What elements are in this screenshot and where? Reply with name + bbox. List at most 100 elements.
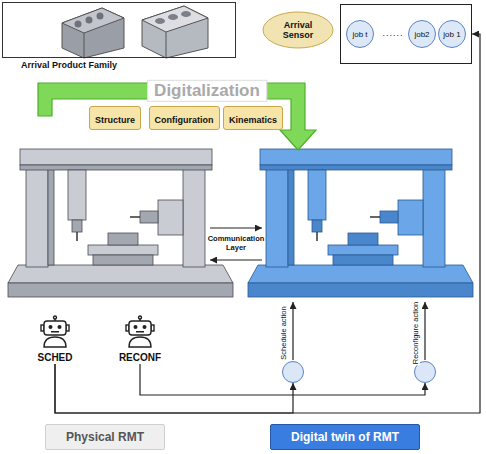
digital-twin-machine — [248, 149, 473, 297]
robot-icon-part — [51, 331, 59, 333]
node-text: Structure — [95, 115, 135, 125]
job-circle: job2 — [408, 20, 436, 48]
engine-block-image-part — [155, 18, 165, 24]
robot-icon-part — [139, 316, 142, 319]
node-text: ...... — [382, 28, 403, 38]
node-text: Digitalization — [147, 80, 267, 102]
job-circle: job t — [346, 20, 374, 48]
physical-machine — [8, 149, 233, 297]
physical-label-box: Physical RMT — [45, 424, 165, 450]
annotation-label: Communication Layer — [206, 235, 266, 252]
engine-block-image-part — [168, 14, 178, 20]
robot-icon — [41, 316, 69, 347]
digital-twin-machine-part — [260, 165, 452, 170]
connector-line — [55, 364, 293, 413]
physical-machine-part — [48, 167, 54, 265]
robot-icon-part — [49, 325, 53, 329]
physical-machine-part — [108, 233, 138, 245]
physical-machine-part — [158, 200, 183, 235]
robot-icon-part — [44, 337, 66, 347]
robot-icon-part — [129, 321, 151, 335]
action-circle: Reconfigure action — [414, 361, 436, 383]
communication-arrows-part — [210, 259, 262, 260]
engine-block-image-part — [142, 6, 208, 58]
physical-machine-part — [72, 220, 82, 232]
engine-block-image-part — [97, 13, 104, 20]
sensor-ellipse: Arrival Sensor — [262, 11, 334, 49]
node-text: job2 — [414, 30, 429, 39]
physical-machine-part — [183, 159, 205, 267]
engine-block-image-part — [84, 33, 85, 58]
job-circle: job 1 — [438, 20, 466, 48]
node-text: Kinematics — [229, 115, 277, 125]
node-text: Reconfigure action — [412, 301, 420, 366]
robot-icon-part — [129, 337, 151, 347]
digital-twin-machine-part — [312, 220, 322, 232]
digital-twin-machine-part — [260, 149, 452, 165]
node-text: Arrival Sensor — [272, 20, 324, 41]
action-circle: Schedule action — [282, 361, 304, 383]
action-arrows — [293, 302, 425, 360]
agent-robot: SCHED — [30, 314, 80, 364]
action-arrows-part — [424, 302, 425, 360]
physical-machine-part — [26, 159, 48, 267]
digital-twin-machine-part — [316, 232, 318, 241]
node-text: Schedule action — [280, 305, 288, 360]
physical-machine-part — [8, 265, 233, 283]
digital-twin-machine-part — [266, 159, 288, 267]
engine-block-image — [142, 6, 208, 58]
physical-machine-part — [68, 170, 86, 220]
node-text: SCHED — [37, 352, 72, 364]
physical-machine-part — [130, 216, 140, 218]
node-text: Configuration — [155, 115, 214, 125]
engine-block-image — [62, 8, 124, 58]
physical-machine-part — [88, 245, 158, 255]
robot-icon-part — [143, 325, 147, 329]
aspect-box: Configuration — [149, 106, 220, 130]
digital-twin-machine-part — [380, 211, 398, 223]
robot-icon-part — [136, 331, 144, 333]
node-text: RECONF — [119, 352, 161, 364]
digital-twin-machine-part — [398, 200, 423, 235]
engine-block-image-part — [75, 21, 82, 28]
engine-block-image-part — [62, 8, 124, 58]
engine-block-image-part — [142, 6, 208, 32]
digital-twin-machine-part — [328, 245, 398, 255]
node-text: Arrival Product Family — [21, 60, 117, 70]
node-text: Physical RMT — [66, 430, 144, 444]
digital-twin-machine-part — [423, 159, 445, 267]
communication-arrows-part — [210, 227, 262, 228]
product-family-box: Arrival Product Family — [2, 2, 236, 58]
physical-machine-part — [20, 149, 212, 165]
digital-twin-machine-part — [333, 255, 393, 265]
robot-icon-part — [58, 325, 62, 329]
engine-block-image-part — [62, 8, 124, 33]
digital-twin-machine-part — [348, 233, 378, 245]
physical-machine-part — [76, 232, 78, 241]
robot-icon — [126, 316, 154, 347]
node-text: Digital twin of RMT — [291, 430, 399, 444]
digital-twin-machine-part — [248, 265, 473, 283]
engine-block-image-part — [166, 32, 167, 58]
agent-robot: RECONF — [115, 314, 165, 364]
aspect-box: Kinematics — [223, 106, 283, 130]
ellipse-outline — [263, 12, 333, 48]
robot-icon-part — [44, 321, 66, 335]
physical-machine-part — [140, 211, 158, 223]
action-arrows-part — [292, 302, 293, 360]
robot-icon-part — [54, 316, 57, 319]
twin-label-box: Digital twin of RMT — [270, 424, 420, 450]
digital-twin-machine-part — [308, 170, 326, 220]
digital-twin-machine-part — [248, 283, 473, 297]
job-queue-box: ...... job t job2 job 1 — [340, 4, 472, 64]
engine-block-image-part — [86, 17, 93, 24]
engine-block-image-part — [181, 11, 191, 17]
digital-twin-machine-part — [370, 216, 380, 218]
digital-twin-machine-part — [288, 167, 294, 265]
node-text: job t — [352, 30, 367, 39]
physical-machine-part — [20, 165, 212, 170]
robot-icon-part — [134, 325, 138, 329]
aspect-box: Structure — [89, 106, 141, 130]
physical-machine-part — [8, 283, 233, 297]
